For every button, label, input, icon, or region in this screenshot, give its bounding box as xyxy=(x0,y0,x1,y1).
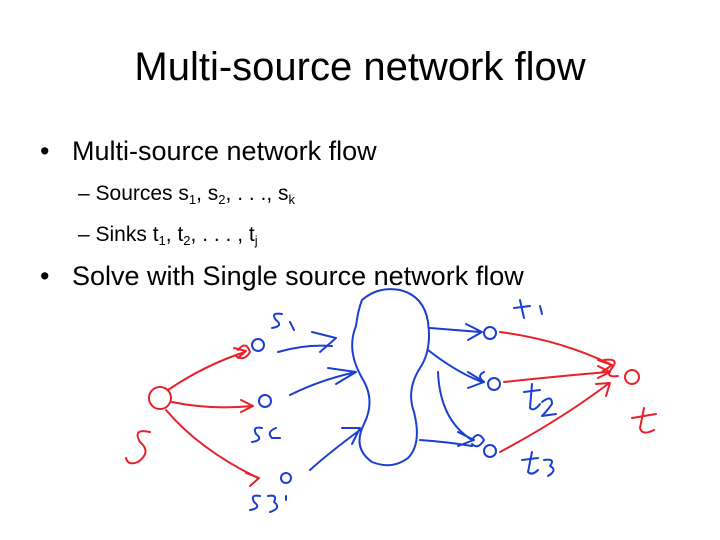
edge-network-to-t2 xyxy=(427,349,485,389)
bullet-multi-source: • Multi-source network flow xyxy=(40,134,377,168)
slide-title: Multi-source network flow xyxy=(134,45,586,89)
network-cloud xyxy=(351,288,430,467)
subitem-sinks: – Sinks t1, t2, . . . , tj xyxy=(78,223,258,248)
bullet-dot: • xyxy=(40,136,50,166)
edge-t3-to-t xyxy=(499,383,609,453)
label-s2 xyxy=(251,426,281,443)
source-node-s3 xyxy=(280,472,292,484)
edge-s-to-s3 xyxy=(165,409,259,479)
edge-s-to-s1 xyxy=(167,351,246,391)
edge-s-to-s2 xyxy=(171,401,253,409)
super-source-node xyxy=(148,386,172,410)
edge-t3-to-t-arrowhead xyxy=(595,382,611,397)
bullet-dot: • xyxy=(40,261,50,291)
source-node-s1 xyxy=(251,338,265,352)
label-s3 xyxy=(249,494,287,513)
edge-s-to-s3-arrowhead xyxy=(245,472,260,487)
label-t3 xyxy=(521,451,555,477)
sink-node-t2-mark xyxy=(479,371,485,383)
bullet-text: Multi-source network flow xyxy=(72,136,377,166)
edge-network-to-t3 xyxy=(437,371,475,447)
label-s1 xyxy=(271,312,295,331)
label-t2 xyxy=(523,383,557,417)
edge-t1-to-t xyxy=(499,331,611,365)
sink-node-t3-mark xyxy=(471,434,485,448)
bullet-text: Solve with Single source network flow xyxy=(72,261,524,291)
bullet-solve-single-source: • Solve with Single source network flow xyxy=(40,259,524,293)
sink-node-t2 xyxy=(487,377,501,391)
edge-s-to-s2-arrowhead xyxy=(240,399,254,413)
sink-node-t1 xyxy=(483,326,497,340)
super-source-label-s xyxy=(125,430,151,465)
edge-network-extra xyxy=(419,439,473,447)
edge-network-to-t1 xyxy=(429,323,483,341)
sink-node-t3 xyxy=(483,444,497,458)
super-sink-label-t xyxy=(631,407,657,434)
edge-s3-to-network xyxy=(309,427,361,471)
subitem-sources: – Sources s1, s2, . . ., sk xyxy=(78,182,296,207)
source-node-s2 xyxy=(258,394,272,408)
edge-s1-to-network xyxy=(277,331,337,353)
super-sink-node xyxy=(624,369,640,385)
s1-red-mark xyxy=(235,344,251,360)
edge-s2-to-network xyxy=(289,367,357,396)
super-sink-squiggle xyxy=(603,358,619,378)
label-t1 xyxy=(513,299,543,319)
edge-t2-to-t xyxy=(503,371,609,383)
